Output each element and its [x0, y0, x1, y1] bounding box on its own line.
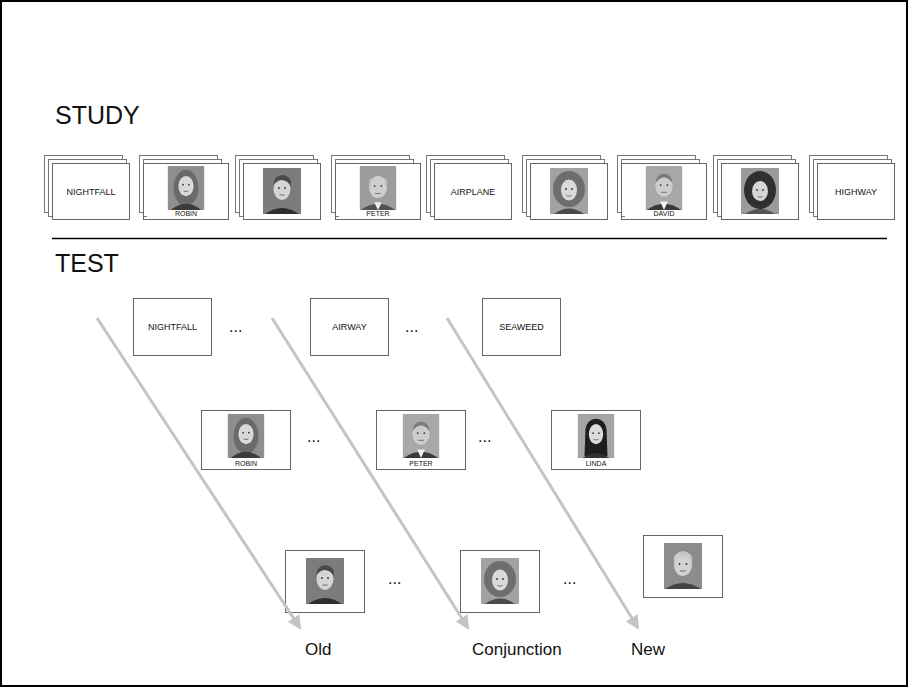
section-heading: TEST: [55, 250, 119, 278]
word-card: NIGHTFALL: [52, 163, 130, 220]
word-item: AIRWAY: [332, 322, 366, 332]
face-photo: [360, 166, 396, 210]
person-name: DAVID: [622, 210, 706, 217]
ellipsis-mark: ...: [229, 318, 242, 336]
face-card: [644, 536, 723, 598]
response-label: Conjunction: [472, 641, 562, 660]
face-card: ROBIN: [143, 163, 229, 220]
person-name: LINDA: [552, 460, 640, 467]
face-photo: [403, 414, 439, 458]
word-card: AIRWAY: [310, 298, 389, 356]
face-photo: [646, 166, 682, 210]
face-photo: [741, 168, 779, 214]
face-card: ROBIN: [201, 410, 291, 470]
word-item: HIGHWAY: [835, 187, 877, 197]
ellipsis-mark: ...: [563, 570, 576, 588]
face-card: PETER: [376, 410, 466, 470]
ellipsis-mark: ...: [478, 428, 491, 446]
face-photo: [263, 168, 301, 214]
face-card: [244, 164, 321, 220]
picture-cards: [244, 164, 799, 613]
face-photo: [481, 558, 519, 604]
face-photo: [306, 558, 344, 604]
word-card: HIGHWAY: [817, 163, 895, 220]
face-card: [722, 164, 799, 220]
ellipsis-mark: ...: [307, 428, 320, 446]
word-card: AIRPLANE: [434, 163, 512, 220]
word-item: SEAWEED: [499, 322, 544, 332]
section-heading: STUDY: [55, 102, 140, 130]
face-photo: [550, 168, 588, 214]
face-card: LINDA: [551, 410, 641, 470]
word-item: AIRPLANE: [451, 187, 496, 197]
divider-line: [52, 238, 887, 240]
person-name: PETER: [377, 460, 465, 467]
person-name: ROBIN: [144, 210, 228, 217]
card-ground: [52, 163, 130, 220]
person-name: ROBIN: [202, 460, 290, 467]
response-arrows: [97, 318, 638, 628]
ellipsis-mark: ...: [388, 570, 401, 588]
face-card: DAVID: [621, 163, 707, 220]
card-ground: [434, 163, 512, 220]
word-card: NIGHTFALL: [133, 298, 212, 356]
word-item: NIGHTFALL: [148, 322, 197, 332]
word-card: SEAWEED: [482, 298, 561, 356]
face-photo: [168, 166, 204, 210]
face-photo: [664, 543, 702, 589]
face-photo: [578, 414, 614, 458]
card-ground: [817, 163, 895, 220]
face-card: [531, 164, 608, 220]
diagonal-arrow: [97, 318, 300, 628]
face-photo: [228, 414, 264, 458]
face-card: PETER: [335, 163, 421, 220]
word-item: NIGHTFALL: [66, 187, 115, 197]
diagonal-arrow: [272, 318, 468, 628]
person-name: PETER: [336, 210, 420, 217]
diagonal-arrow: [447, 318, 638, 628]
response-label: New: [631, 641, 665, 660]
face-card: [461, 551, 540, 613]
ellipsis-mark: ...: [405, 318, 418, 336]
front-card-grounds: [52, 163, 895, 220]
response-label: Old: [305, 641, 331, 660]
face-card: [286, 551, 365, 613]
